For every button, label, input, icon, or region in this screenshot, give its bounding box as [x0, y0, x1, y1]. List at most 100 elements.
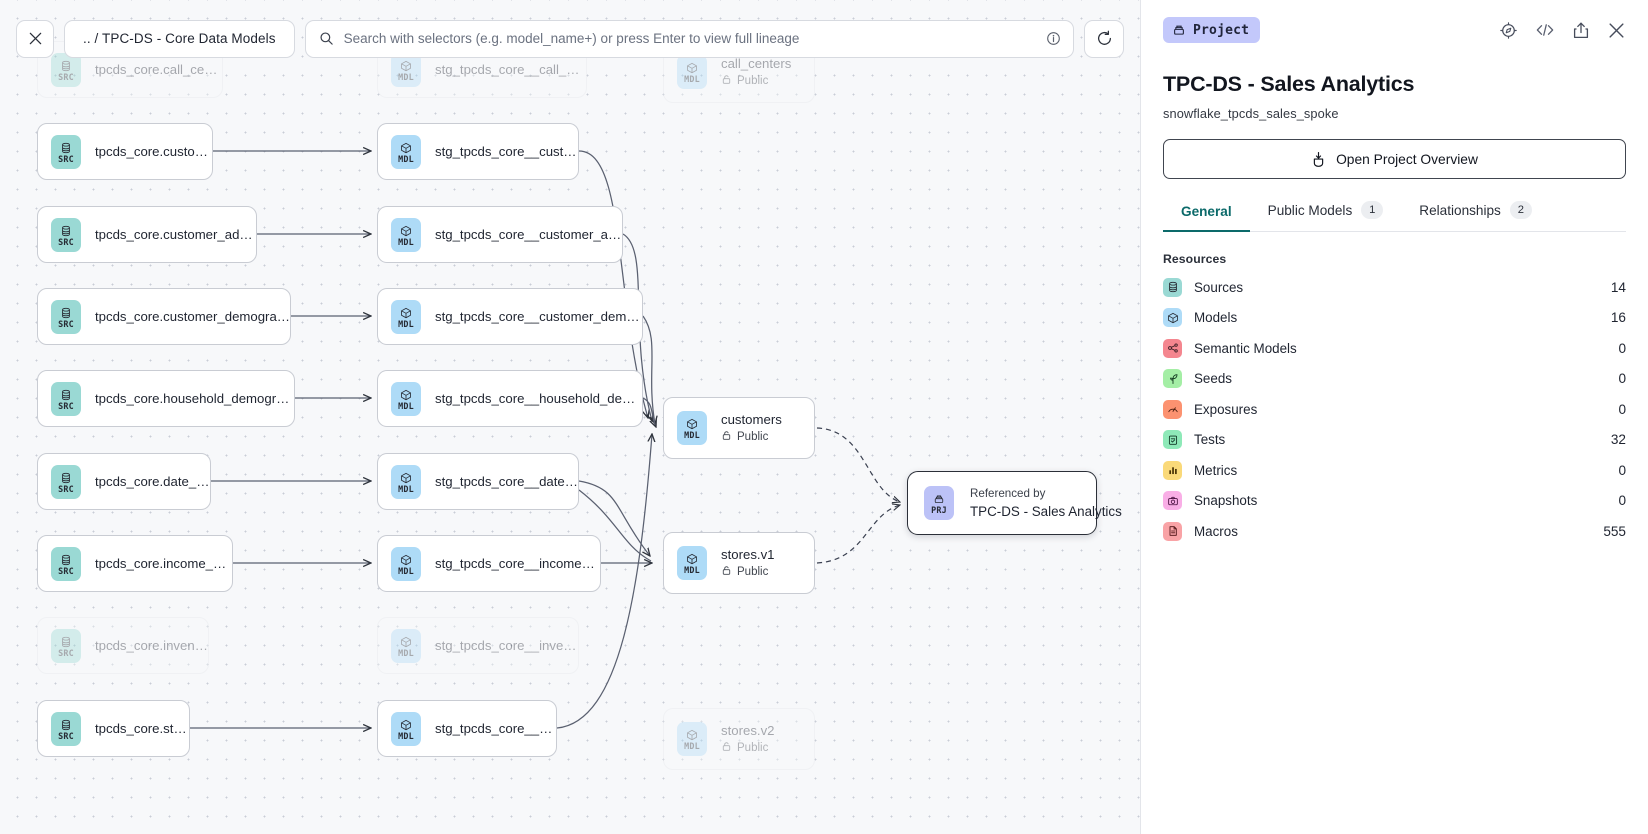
- bars-icon: [1163, 460, 1182, 480]
- graph-node-src_store[interactable]: SRC tpcds_core.store: [37, 700, 190, 757]
- node-type-badge-mdl: MDL: [391, 217, 421, 252]
- cube-icon: [400, 222, 412, 237]
- breadcrumb[interactable]: .. / TPC-DS - Core Data Models: [64, 19, 295, 58]
- resource-row-semantic-models[interactable]: Semantic Models 0: [1163, 333, 1626, 364]
- resource-name: Models: [1194, 310, 1238, 326]
- graph-node-src_inventory[interactable]: SRC tpcds_core.inventory: [37, 617, 209, 674]
- resource-row-metrics[interactable]: Metrics 0: [1163, 455, 1626, 486]
- resource-row-tests[interactable]: Tests 32: [1163, 425, 1626, 456]
- lock-icon: [721, 741, 732, 756]
- database-icon: [60, 386, 72, 401]
- database-icon: [60, 469, 72, 484]
- graph-node-src_income_band[interactable]: SRC tpcds_core.income_band: [37, 535, 233, 592]
- node-type-label: MDL: [398, 647, 414, 658]
- resource-row-snapshots[interactable]: Snapshots 0: [1163, 486, 1626, 517]
- node-title: customers: [721, 411, 782, 427]
- graph-node-mdl_cust_demo[interactable]: MDL stg_tpcds_core__customer_demogra…: [377, 288, 643, 345]
- graph-node-mdl_date_dim[interactable]: MDL stg_tpcds_core__date_dim: [377, 453, 579, 510]
- node-type-label: MDL: [398, 400, 414, 411]
- graph-node-src_customer[interactable]: SRC tpcds_core.customer: [37, 123, 213, 180]
- node-type-badge-mdl: MDL: [391, 381, 421, 416]
- search-bar[interactable]: [304, 19, 1074, 58]
- resource-row-macros[interactable]: Macros 555: [1163, 516, 1626, 547]
- node-type-label: SRC: [58, 400, 74, 411]
- graph-node-src_hh_demo[interactable]: SRC tpcds_core.household_demographics: [37, 370, 295, 427]
- graph-node-pub_stores_v1[interactable]: MDL stores.v1 Public: [663, 532, 815, 594]
- node-title: tpcds_core.customer: [95, 143, 212, 159]
- node-visibility-label: Public: [737, 431, 769, 443]
- node-type-badge-mdl: MDL: [677, 546, 707, 580]
- compass-button[interactable]: [1499, 21, 1518, 40]
- graph-node-mdl_cust_addr[interactable]: MDL stg_tpcds_core__customer_address: [377, 206, 623, 263]
- node-type-label: MDL: [398, 318, 414, 329]
- lineage-canvas[interactable]: SRC tpcds_core.call_center MDL stg_tpcds…: [0, 0, 1140, 834]
- node-type-label: SRC: [58, 71, 74, 82]
- graph-node-mdl_store[interactable]: MDL stg_tpcds_core__store: [377, 700, 557, 757]
- graph-node-mdl_hh_demo[interactable]: MDL stg_tpcds_core__household_demogr…: [377, 370, 643, 427]
- node-type-label: PRJ: [931, 505, 947, 515]
- file-icon: [1163, 521, 1182, 541]
- close-icon: [29, 32, 41, 45]
- node-title: stg_tpcds_core__inventory: [435, 637, 578, 653]
- close-panel-button[interactable]: [1607, 21, 1626, 40]
- refresh-button[interactable]: [1084, 19, 1124, 58]
- seed-icon: [1163, 369, 1182, 389]
- graph-node-mdl_inventory[interactable]: MDL stg_tpcds_core__inventory: [377, 617, 579, 674]
- info-icon[interactable]: [1046, 31, 1061, 46]
- resource-row-models[interactable]: Models 16: [1163, 303, 1626, 334]
- resource-name: Seeds: [1194, 371, 1232, 387]
- resource-count: 0: [1618, 401, 1626, 417]
- share-icon: [1573, 22, 1589, 38]
- chip-label: Project: [1193, 22, 1250, 38]
- node-type-badge-src: SRC: [51, 381, 81, 416]
- database-icon: [60, 139, 72, 154]
- graph-node-prj_ref[interactable]: PRJ Referenced by TPC-DS - Sales Analyti…: [907, 471, 1122, 535]
- graph-node-src_date_dim[interactable]: SRC tpcds_core.date_dim: [37, 453, 211, 510]
- resource-count: 555: [1603, 523, 1626, 539]
- node-type-label: MDL: [398, 71, 414, 82]
- node-type-badge-src: SRC: [51, 628, 81, 663]
- graph-node-pub_stores_v2[interactable]: MDL stores.v2 Public: [663, 708, 815, 770]
- node-type-badge-src: SRC: [51, 134, 81, 169]
- resource-row-sources[interactable]: Sources 14: [1163, 272, 1626, 303]
- node-title: stg_tpcds_core__income_band: [435, 555, 600, 571]
- search-icon: [320, 32, 333, 45]
- cube-icon: [400, 139, 412, 154]
- search-input[interactable]: [343, 31, 1036, 46]
- cube-icon: [1163, 308, 1182, 328]
- database-icon: [60, 551, 72, 566]
- node-title: tpcds_core.income_band: [95, 555, 232, 571]
- clipboard-icon: [1163, 430, 1182, 450]
- tab-general[interactable]: General: [1163, 204, 1250, 232]
- node-visibility: Public: [721, 74, 791, 89]
- graph-node-src_cust_addr[interactable]: SRC tpcds_core.customer_address: [37, 206, 257, 263]
- node-type-label: SRC: [58, 647, 74, 658]
- cube-icon: [686, 59, 698, 74]
- share-button[interactable]: [1572, 21, 1590, 40]
- resource-row-seeds[interactable]: Seeds 0: [1163, 364, 1626, 395]
- database-icon: [60, 304, 72, 319]
- node-type-badge-mdl: MDL: [391, 464, 421, 499]
- resource-count: 14: [1610, 279, 1626, 295]
- page-title: TPC-DS - Sales Analytics: [1163, 72, 1415, 96]
- overview-button-label: Open Project Overview: [1336, 151, 1478, 167]
- code-button[interactable]: [1535, 22, 1555, 38]
- open-project-overview-button[interactable]: Open Project Overview: [1163, 139, 1626, 179]
- lock-icon: [721, 565, 732, 580]
- node-visibility-label: Public: [737, 742, 769, 754]
- graph-node-pub_customers[interactable]: MDL customers Public: [663, 397, 815, 459]
- close-lineage-button[interactable]: [16, 19, 54, 58]
- node-title: stores.v1: [721, 546, 775, 562]
- graph-node-mdl_income_band[interactable]: MDL stg_tpcds_core__income_band: [377, 535, 601, 592]
- node-type-badge-mdl: MDL: [677, 411, 707, 445]
- node-type-badge-mdl: MDL: [391, 134, 421, 169]
- resource-row-exposures[interactable]: Exposures 0: [1163, 394, 1626, 425]
- node-type-badge-src: SRC: [51, 464, 81, 499]
- graph-node-src_cust_demo[interactable]: SRC tpcds_core.customer_demographics: [37, 288, 291, 345]
- graph-node-mdl_customer[interactable]: MDL stg_tpcds_core__customer: [377, 123, 579, 180]
- resources-list: Sources 14 Models 16 Semantic Models 0 S…: [1163, 272, 1626, 547]
- node-type-badge-mdl: MDL: [391, 628, 421, 663]
